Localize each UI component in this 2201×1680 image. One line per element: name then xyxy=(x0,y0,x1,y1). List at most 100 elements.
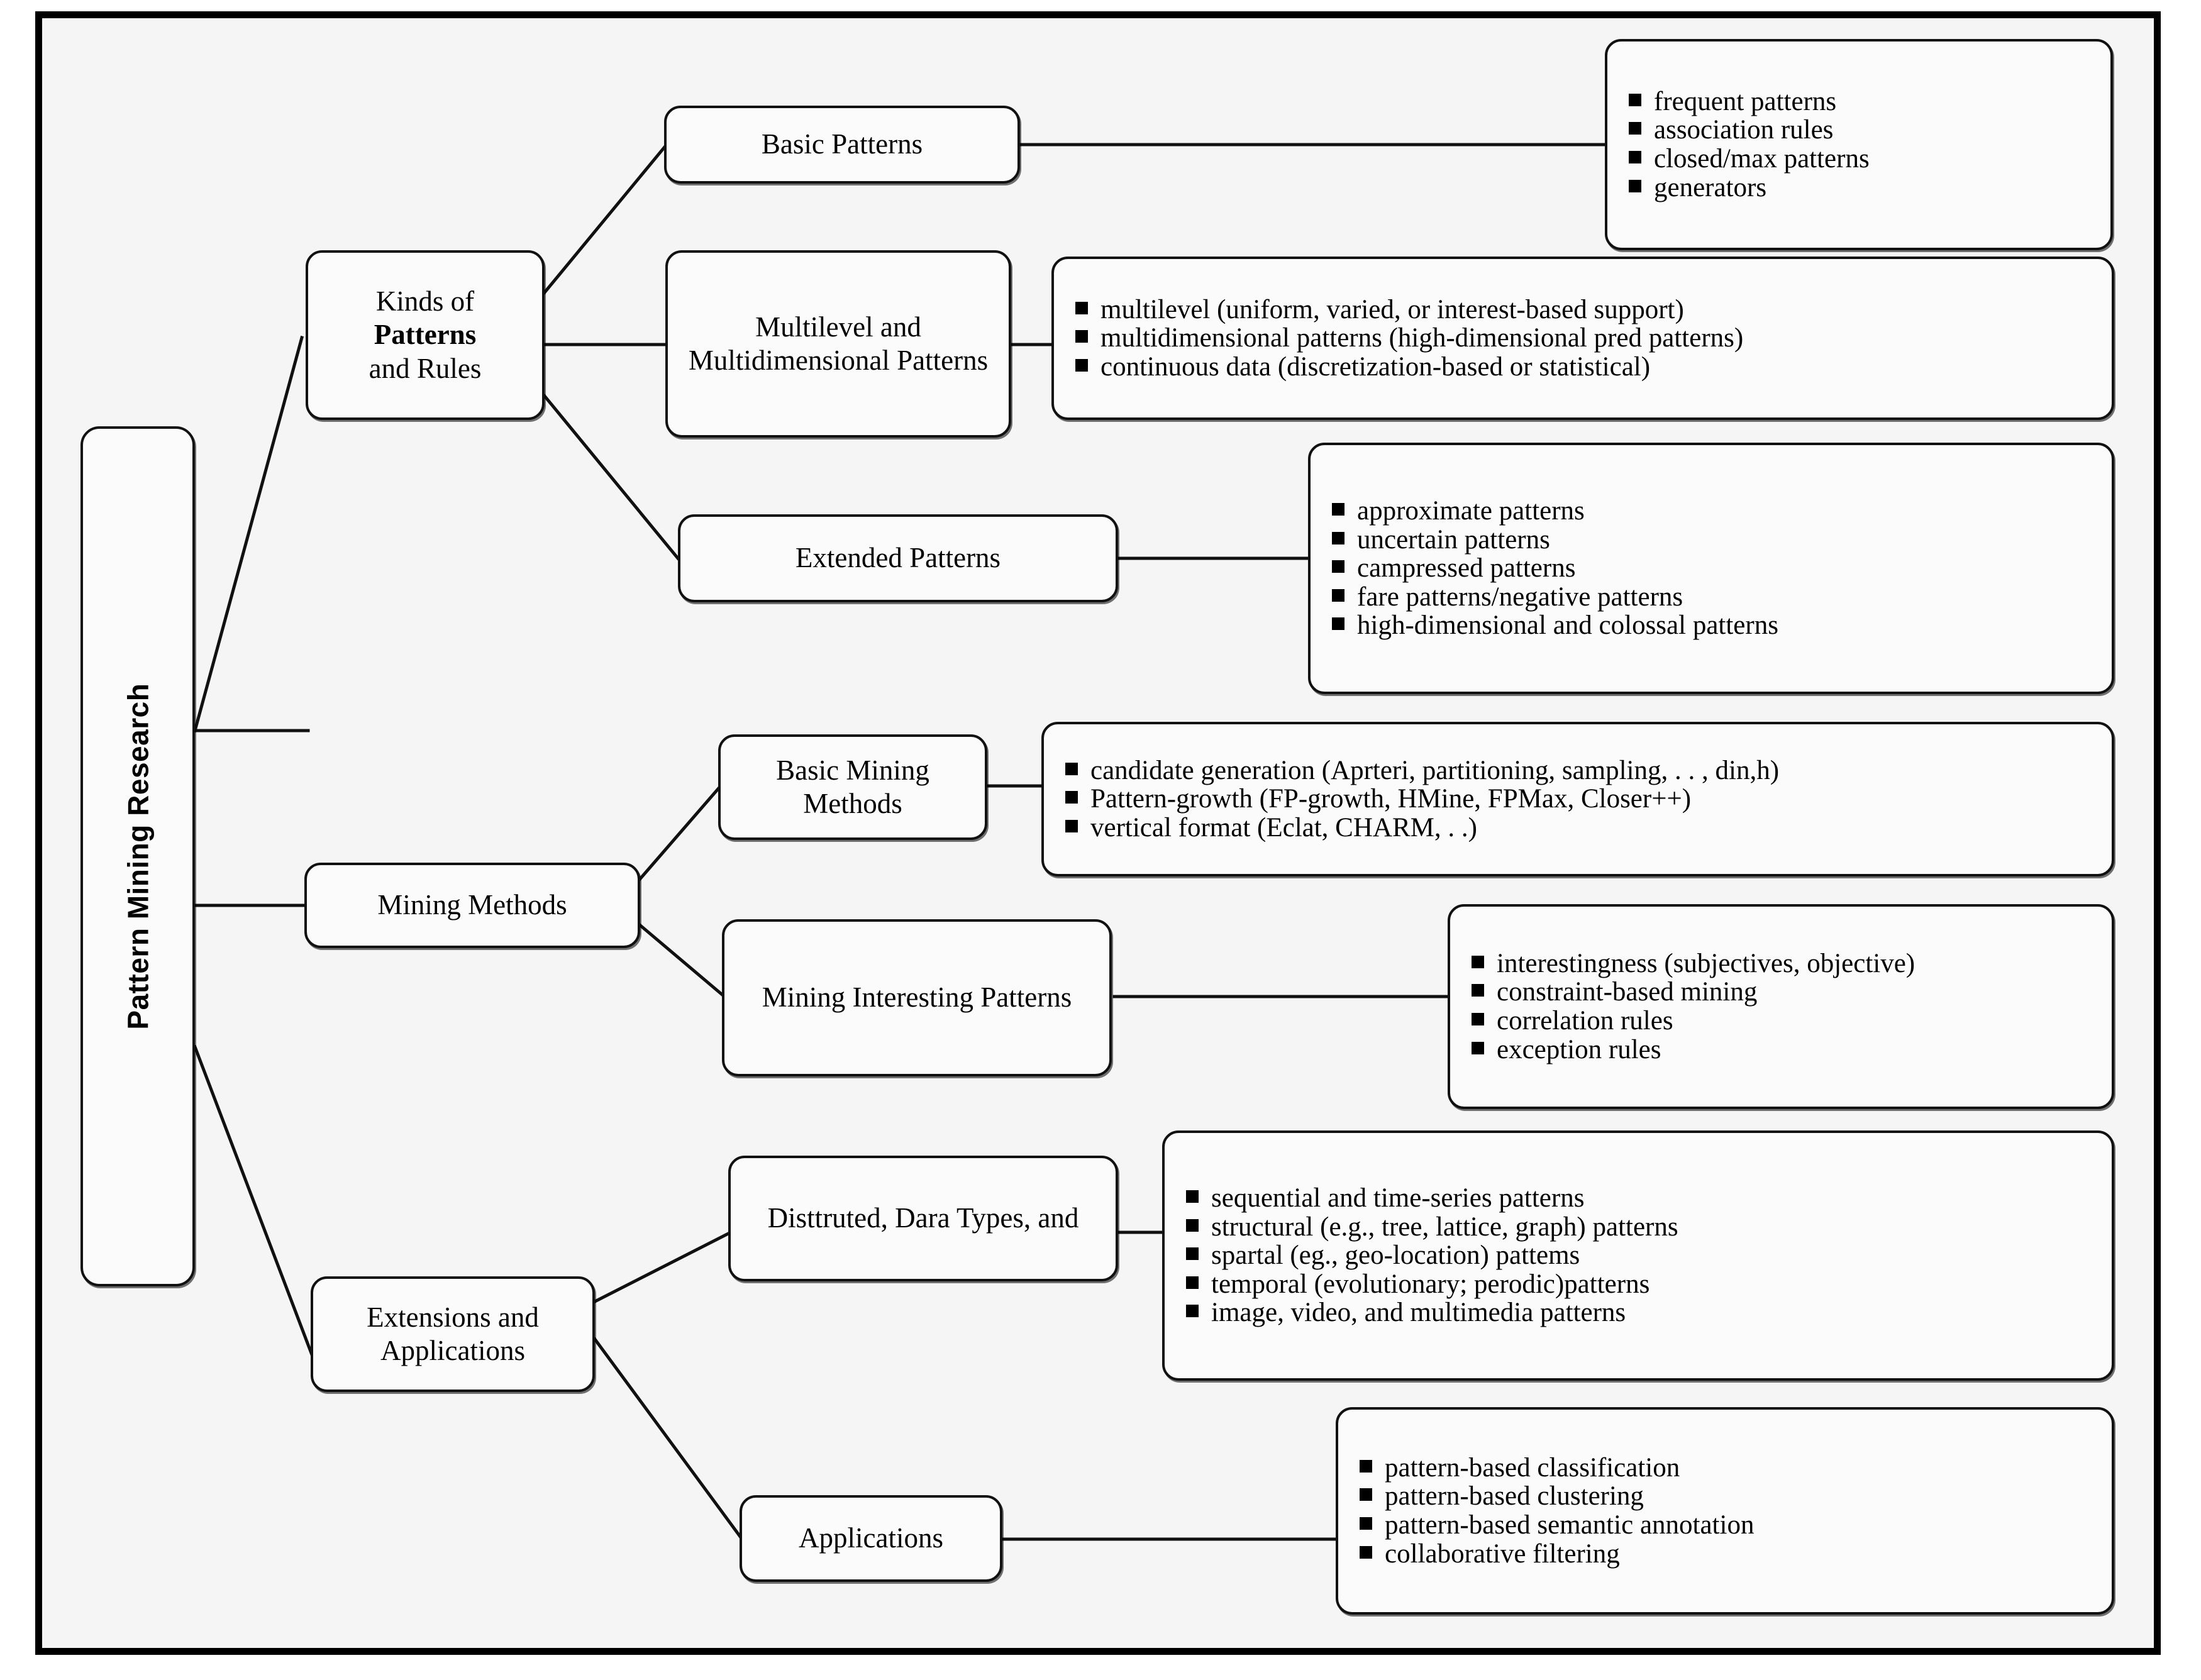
list-item-text: exception rules xyxy=(1497,1034,1661,1064)
node-basic-patterns-label: Basic Patterns xyxy=(761,128,923,160)
square-bullet-icon xyxy=(1629,122,1641,135)
list-item-text: candidate generation (Aprteri, partition… xyxy=(1090,755,1780,785)
list-item: Pattern-growth (FP-growth, HMine, FPMax,… xyxy=(1065,785,2095,814)
list-item: frequent patterns xyxy=(1629,87,2094,116)
branch-extensions-and-applications[interactable]: Extensions and Applications xyxy=(311,1276,595,1392)
branch-extensions-label: Extensions and Applications xyxy=(367,1301,539,1366)
list-item-text: Pattern-growth (FP-growth, HMine, FPMax,… xyxy=(1090,784,1692,814)
list-item: campressed patterns xyxy=(1332,554,2095,583)
list-item-text: continuous data (discretization-based or… xyxy=(1100,351,1651,382)
square-bullet-icon xyxy=(1332,531,1344,544)
square-bullet-icon xyxy=(1472,984,1484,997)
list-item: candidate generation (Aprteri, partition… xyxy=(1065,756,2095,785)
list-item: vertical format (Eclat, CHARM, . .) xyxy=(1065,814,2095,843)
list-item-text: vertical format (Eclat, CHARM, . .) xyxy=(1090,812,1477,843)
list-item: multidimensional patterns (high-dimensio… xyxy=(1075,324,2095,353)
node-extended-patterns[interactable]: Extended Patterns xyxy=(678,514,1118,602)
branch-kinds-of-patterns-and-rules[interactable]: Kinds of Patterns and Rules xyxy=(306,250,545,420)
list-item-text: uncertain patterns xyxy=(1357,524,1550,555)
node-applications-label: Applications xyxy=(799,1522,943,1554)
list-item-text: campressed patterns xyxy=(1357,553,1576,583)
list-item: structural (e.g., tree, lattice, graph) … xyxy=(1186,1213,2095,1242)
list-item: image, video, and multimedia patterns xyxy=(1186,1298,2095,1327)
list-basic-patterns: frequent patterns association rules clos… xyxy=(1605,39,2113,250)
list-item: constraint-based mining xyxy=(1472,978,2095,1007)
node-distributed-data-types-label: Disttruted, Dara Types, and xyxy=(767,1202,1079,1234)
square-bullet-icon xyxy=(1472,955,1484,968)
list-item-text: multidimensional patterns (high-dimensio… xyxy=(1100,323,1744,353)
branch-kinds-label-line2: Patterns xyxy=(374,319,477,351)
list-item-text: pattern-based clustering xyxy=(1385,1481,1644,1511)
list-item-text: pattern-based semantic annotation xyxy=(1385,1510,1755,1540)
node-basic-mining-methods[interactable]: Basic Mining Methods xyxy=(718,734,987,840)
square-bullet-icon xyxy=(1075,301,1088,314)
list-item-text: association rules xyxy=(1654,115,1834,145)
list-item-text: constraint-based mining xyxy=(1497,977,1758,1007)
square-bullet-icon xyxy=(1075,330,1088,343)
square-bullet-icon xyxy=(1332,617,1344,631)
list-item: interestingness (subjectives, objective) xyxy=(1472,949,2095,978)
square-bullet-icon xyxy=(1186,1190,1199,1203)
list-basic-mining-methods: candidate generation (Aprteri, partition… xyxy=(1041,722,2114,876)
branch-kinds-label-line3: and Rules xyxy=(369,352,482,384)
square-bullet-icon xyxy=(1186,1247,1199,1261)
list-item: fare patterns/negative patterns xyxy=(1332,583,2095,612)
list-item: uncertain patterns xyxy=(1332,526,2095,555)
square-bullet-icon xyxy=(1075,358,1088,372)
list-item-text: spartal (eg., geo-location) pattems xyxy=(1211,1241,1580,1271)
node-multilevel-and-multidimensional-patterns[interactable]: Multilevel and Multidimensional Patterns xyxy=(665,250,1011,438)
list-item: multilevel (uniform, varied, or interest… xyxy=(1075,296,2095,324)
list-distributed-data-types: sequential and time-series patterns stru… xyxy=(1162,1130,2114,1381)
node-basic-patterns[interactable]: Basic Patterns xyxy=(664,106,1020,184)
node-extended-patterns-label: Extended Patterns xyxy=(795,542,1001,574)
square-bullet-icon xyxy=(1360,1545,1372,1559)
square-bullet-icon xyxy=(1472,1013,1484,1025)
list-item: generators xyxy=(1629,173,2094,202)
node-applications[interactable]: Applications xyxy=(740,1495,1002,1582)
square-bullet-icon xyxy=(1332,503,1344,516)
square-bullet-icon xyxy=(1629,179,1641,192)
list-item-text: approximate patterns xyxy=(1357,496,1585,526)
list-item: pattern-based clustering xyxy=(1360,1482,2095,1511)
square-bullet-icon xyxy=(1360,1488,1372,1501)
list-item: sequential and time-series patterns xyxy=(1186,1184,2095,1213)
square-bullet-icon xyxy=(1629,93,1641,106)
list-item-text: image, video, and multimedia patterns xyxy=(1211,1298,1626,1328)
list-item-text: high-dimensional and colossal patterns xyxy=(1357,611,1778,641)
node-distributed-data-types[interactable]: Disttruted, Dara Types, and xyxy=(728,1156,1118,1281)
list-item: temporal (evolutionary; perodic)patterns xyxy=(1186,1270,2095,1299)
list-item: exception rules xyxy=(1472,1034,2095,1064)
branch-mining-methods[interactable]: Mining Methods xyxy=(304,863,640,948)
list-item-text: multilevel (uniform, varied, or interest… xyxy=(1100,294,1684,324)
list-extended-patterns: approximate patterns uncertain patterns … xyxy=(1308,443,2114,694)
list-item-text: pattern-based classification xyxy=(1385,1452,1680,1483)
list-item-text: correlation rules xyxy=(1497,1006,1673,1036)
square-bullet-icon xyxy=(1332,560,1344,573)
node-mining-interesting-patterns-label: Mining Interesting Patterns xyxy=(762,981,1072,1014)
node-mining-interesting-patterns[interactable]: Mining Interesting Patterns xyxy=(722,919,1112,1076)
square-bullet-icon xyxy=(1186,1276,1199,1289)
square-bullet-icon xyxy=(1629,151,1641,163)
list-item: pattern-based semantic annotation xyxy=(1360,1511,2095,1540)
branch-mining-methods-label: Mining Methods xyxy=(377,889,567,921)
square-bullet-icon xyxy=(1186,1305,1199,1318)
list-mining-interesting-patterns: interestingness (subjectives, objective)… xyxy=(1448,904,2114,1109)
list-item: closed/max patterns xyxy=(1629,145,2094,174)
list-item-text: sequential and time-series patterns xyxy=(1211,1183,1585,1213)
list-item: pattern-based classification xyxy=(1360,1454,2095,1483)
list-multilevel-and-multidimensional: multilevel (uniform, varied, or interest… xyxy=(1051,257,2114,420)
root-node-label: Pattern Mining Research xyxy=(121,683,154,1030)
list-applications: pattern-based classification pattern-bas… xyxy=(1336,1407,2114,1615)
list-item: high-dimensional and colossal patterns xyxy=(1332,611,2095,640)
square-bullet-icon xyxy=(1332,589,1344,602)
square-bullet-icon xyxy=(1472,1041,1484,1054)
list-item-text: closed/max patterns xyxy=(1654,144,1870,174)
list-item: association rules xyxy=(1629,116,2094,145)
list-item: collaborative filtering xyxy=(1360,1539,2095,1569)
list-item-text: frequent patterns xyxy=(1654,86,1837,116)
branch-kinds-label: Kinds of Patterns and Rules xyxy=(360,285,491,385)
root-node-pattern-mining-research[interactable]: Pattern Mining Research xyxy=(80,426,195,1286)
list-item: spartal (eg., geo-location) pattems xyxy=(1186,1241,2095,1270)
square-bullet-icon xyxy=(1186,1219,1199,1232)
